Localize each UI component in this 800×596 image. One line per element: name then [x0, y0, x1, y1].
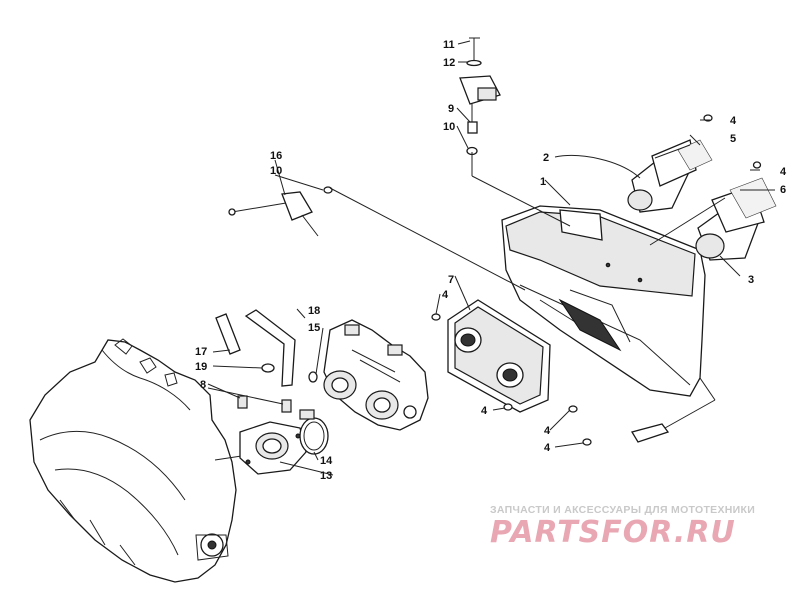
callout-2: 2 — [543, 152, 549, 164]
leader-lines — [207, 40, 775, 476]
callout-labels: 11 12 9 10 16 10 2 1 4 5 4 6 3 7 4 18 15… — [195, 39, 787, 482]
callout-13: 13 — [320, 470, 332, 482]
callout-4: 4 — [780, 166, 787, 178]
watermark-logo: PARTSFOR.RU — [490, 515, 736, 550]
screen-6 — [729, 177, 777, 219]
callout-17: 17 — [195, 346, 207, 358]
air-silencer-1 — [501, 205, 706, 397]
callout-15: 15 — [308, 322, 320, 334]
callout-16: 16 — [270, 150, 282, 162]
hoses-17-18 — [215, 309, 318, 413]
callout-4: 4 — [544, 442, 551, 454]
carburetors — [323, 319, 429, 431]
callout-8: 8 — [200, 379, 206, 391]
engine-assembly — [29, 338, 249, 583]
callout-5: 5 — [730, 133, 736, 145]
callout-6: 6 — [780, 184, 786, 196]
callout-7: 7 — [448, 274, 454, 286]
callout-4: 4 — [442, 289, 449, 301]
carburetor-flange-13 — [239, 421, 307, 475]
callout-14: 14 — [320, 455, 333, 467]
callout-4: 4 — [730, 115, 737, 127]
intake-adapter-7 — [447, 299, 551, 413]
hose-clamp-14 — [299, 409, 329, 455]
callout-10: 10 — [270, 165, 282, 177]
callout-1: 1 — [540, 176, 546, 188]
callout-18: 18 — [308, 305, 320, 317]
watermark-tagline: ЗАПЧАСТИ И АКСЕССУАРЫ ДЛЯ МОТОТЕХНИКИ — [490, 504, 756, 516]
callout-11: 11 — [443, 39, 455, 51]
callout-19: 19 — [195, 361, 207, 373]
callout-3: 3 — [748, 274, 754, 286]
callout-9: 9 — [448, 103, 454, 115]
top-hardware — [459, 37, 501, 156]
throttle-lever-16 — [228, 186, 333, 237]
callout-10: 10 — [443, 121, 455, 133]
screen-5 — [677, 139, 713, 171]
callout-4: 4 — [544, 425, 551, 437]
callout-4: 4 — [481, 405, 488, 417]
callout-12: 12 — [443, 57, 455, 69]
